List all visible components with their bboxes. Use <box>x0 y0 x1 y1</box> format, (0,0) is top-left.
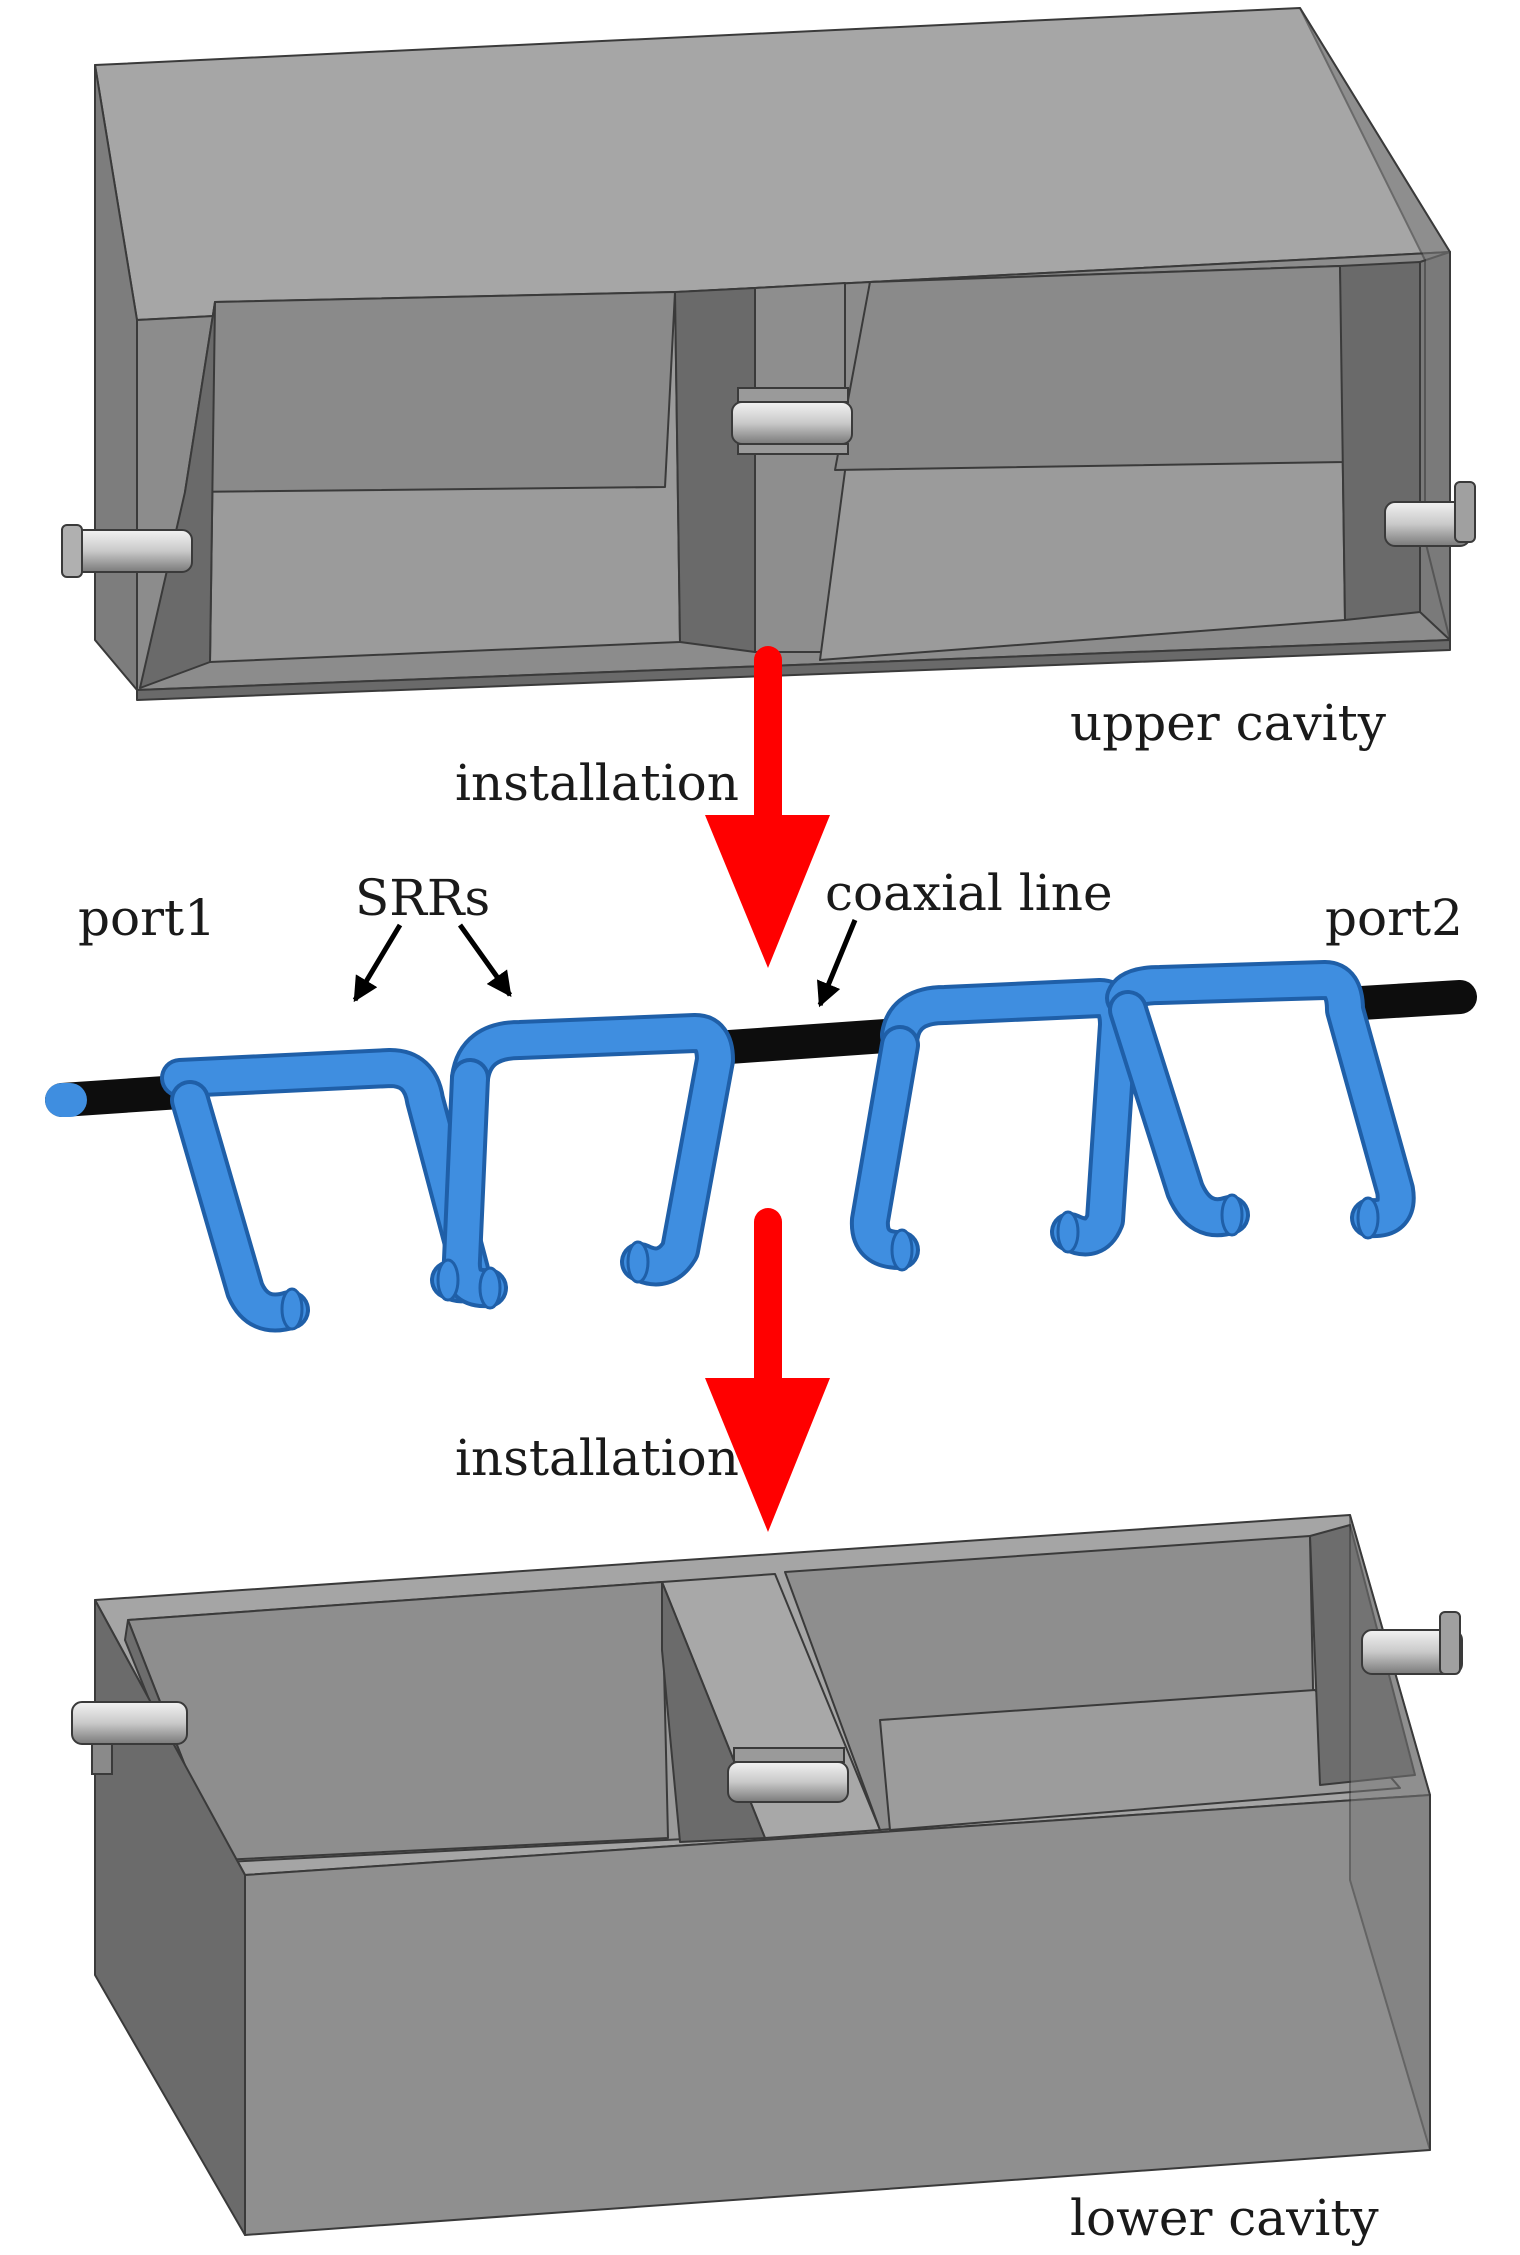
lower-cavity-connector-right <box>1361 1611 1463 1675</box>
upper-cavity-chamber-right-top-inner <box>834 265 1346 471</box>
installation-arrow-top <box>705 646 830 968</box>
upper-cavity-connector-right <box>1384 481 1476 547</box>
coaxial-line-label: coaxial line <box>825 864 1113 922</box>
lower-cavity-left-end-wall <box>94 1599 246 2236</box>
upper-cavity-chamber-left-top-inner <box>184 291 676 493</box>
installation-arrow-bottom <box>705 1208 830 1532</box>
lower-cavity <box>94 1514 1431 2236</box>
upper-cavity-connector-left <box>61 524 193 578</box>
port1-label: port1 <box>78 889 216 947</box>
upper-cavity-chamber-right-side <box>1339 261 1421 621</box>
upper-cavity-divider-left-face <box>674 287 756 653</box>
srrs-callout-arrow-2 <box>457 923 513 998</box>
srrs-callout-arrow-1 <box>352 923 403 1003</box>
installation-bottom-label: installation <box>455 1429 739 1487</box>
port2-label: port2 <box>1325 889 1463 947</box>
srr-end-caps <box>280 1193 1380 1331</box>
lower-cavity-connector-center <box>727 1747 849 1803</box>
lower-cavity-label: lower cavity <box>1070 2189 1379 2247</box>
installation-top-label: installation <box>455 754 739 812</box>
upper-cavity-rim-bottom <box>136 639 1451 701</box>
upper-cavity-end-block <box>1299 7 1451 641</box>
coaxial-line-callout-arrow <box>817 919 858 1008</box>
upper-cavity <box>94 7 1451 701</box>
srr-ring-1 <box>160 1048 490 1333</box>
srr-ring-2 <box>441 1013 735 1309</box>
srrs-label: SRRs <box>355 869 490 927</box>
srr-rings <box>160 960 1416 1333</box>
upper-cavity-chamber-left-side <box>139 301 216 689</box>
srr-ring-4 <box>1105 960 1416 1239</box>
lower-cavity-connector-left <box>71 1701 188 1775</box>
callout-arrows <box>352 919 858 1008</box>
srr-ring-3 <box>849 978 1138 1270</box>
upper-cavity-connector-center <box>731 387 853 455</box>
upper-cavity-label: upper cavity <box>1070 694 1387 752</box>
coaxial-line-center-segment <box>698 1018 917 1065</box>
